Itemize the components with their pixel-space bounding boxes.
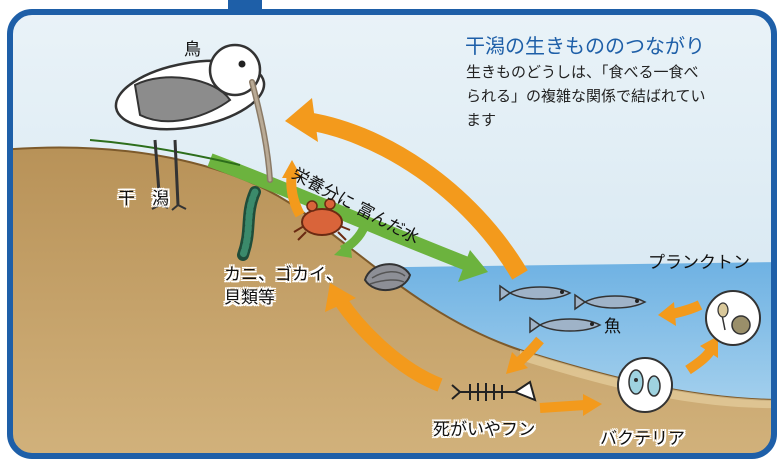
arrow-benthos-to-bird — [282, 160, 305, 218]
description-line-3: ます — [466, 111, 497, 129]
bird-illustration — [114, 43, 273, 211]
label-bird: 鳥 — [184, 40, 201, 60]
arrow-detritus-to-bacteria — [539, 394, 602, 416]
description-line-2: られる」の複雑な関係で結ばれてい — [466, 87, 706, 105]
label-plankton: プランクトン — [648, 253, 750, 273]
clam-illustration — [363, 263, 412, 292]
plankton-illustration — [705, 290, 761, 346]
fish-illustration-3 — [529, 316, 602, 334]
crab-illustration — [293, 198, 351, 241]
fish-illustration-2 — [574, 293, 647, 311]
label-benthos-line1: カニ、ゴカイ、 — [224, 265, 343, 285]
description-line-1: 生きものどうしは、「食べる一食べ — [466, 63, 699, 81]
bacteria-illustration — [617, 357, 673, 413]
arrow-detritus-to-benthos — [325, 283, 443, 392]
diagram-description: 生きものどうしは、「食べる一食べ られる」の複雑な関係で結ばれてい ます — [466, 60, 776, 132]
fish-skeleton-illustration — [451, 380, 537, 402]
label-fish: 魚 — [604, 317, 621, 337]
arrow-plankton-to-fish — [658, 300, 703, 326]
frame-border — [7, 9, 777, 459]
fish-illustration-1 — [499, 284, 572, 302]
label-tidal-flat: 干 潟 — [118, 189, 169, 209]
arrow-water-to-benthos — [334, 223, 370, 258]
worm-illustration — [237, 186, 261, 261]
arrow-fish-to-detritus — [506, 336, 544, 374]
arrow-bacteria-to-plankton — [685, 336, 718, 375]
arrow-plankton-to-bird — [285, 98, 528, 280]
tidal-flat-mud — [10, 147, 774, 456]
diagram-title: 干潟の生きもののつながり — [465, 34, 705, 58]
wet-sand-band — [520, 350, 774, 409]
label-detritus: 死がいやフン — [433, 420, 536, 440]
label-bacteria: バクテリア — [600, 429, 685, 449]
label-benthos-line2: 貝類等 — [224, 288, 275, 308]
